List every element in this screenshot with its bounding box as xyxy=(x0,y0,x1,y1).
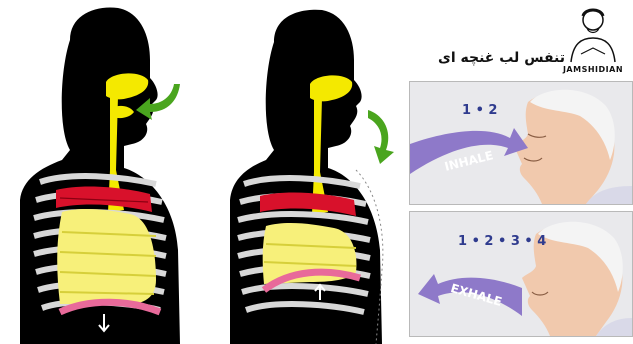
lung xyxy=(57,209,156,304)
logo-text: JAMSHIDIAN xyxy=(554,65,632,74)
exhale-anatomy-figure xyxy=(230,0,420,344)
inhale-panel: 1 • 2 INHALE xyxy=(409,81,633,205)
exhale-count: 1 • 2 • 3 • 4 xyxy=(458,234,546,249)
inhale-anatomy-figure xyxy=(0,0,205,344)
page-title: تنفس لب غنچه ای xyxy=(438,50,565,66)
green-arrow-icon xyxy=(368,110,394,164)
exhale-panel: 1 • 2 • 3 • 4 EXHALE xyxy=(409,211,633,337)
inhale-count: 1 • 2 xyxy=(462,103,497,118)
